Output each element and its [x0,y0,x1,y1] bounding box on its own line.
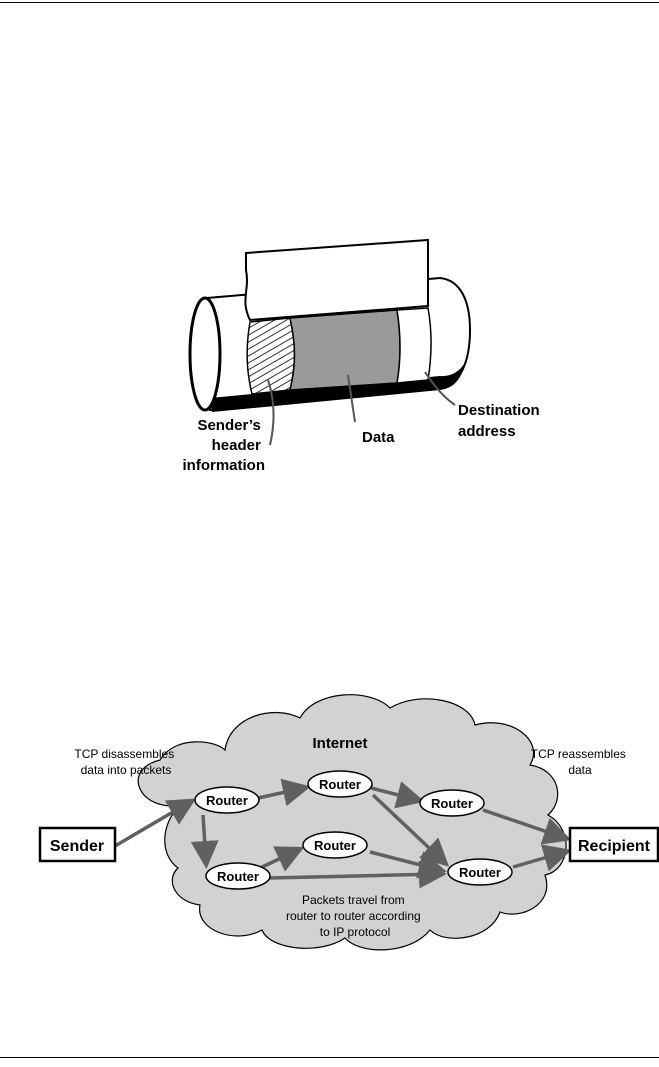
top-rule [0,2,659,3]
right-note-line2: data [568,763,592,777]
router-1: Router [194,786,260,814]
arrow-r1-r5 [190,814,219,869]
header-pointer [267,379,275,446]
router-6-label: Router [459,865,501,880]
arrow-r4-r6 [369,850,447,879]
bottom-note-line2: router to router according [286,909,421,923]
left-note-line1: TCP disassembles [74,747,174,761]
svg-text:Sender’s header in: Sender’s header information [183,417,266,474]
router-4: Router [302,831,368,859]
recipient-box: Recipient [568,826,659,863]
arrow-r2-r3 [370,781,425,809]
router-3-shape [419,789,485,817]
header-label-line1: Sender’s [197,417,260,434]
router-3-label: Router [431,796,473,811]
arrow-r5-r4 [259,846,305,872]
router-5-label: Router [217,869,259,884]
header-label-line2: header [212,437,261,454]
router-3: Router [419,789,485,817]
router-5-shape [205,862,271,890]
router-2-shape [307,770,373,798]
header-label-line3: information [183,457,266,474]
router-6: Router [447,858,513,886]
internet-label: Internet [312,735,367,752]
recipient-label: Recipient [578,838,651,855]
svg-text:Destination address: Destination address [458,402,544,440]
recipient-box-frame [568,826,659,863]
router-1-label: Router [206,793,248,808]
bottom-note-line3: to IP protocol [320,925,391,939]
arrow-r3-recipient [482,808,572,845]
router-4-shape [302,831,368,859]
router-6-shape [447,858,513,886]
bottom-rule [0,1057,659,1058]
destination-label-line2: address [458,423,516,440]
router-2-label: Router [319,777,361,792]
destination-label-line1: Destination [458,402,540,419]
packet-destination-segment [396,307,432,384]
sender-box-frame [38,826,117,863]
arrow-r2-r6 [371,793,450,867]
packet-header-segment [246,317,296,395]
arrow-sender-r1 [114,798,197,848]
sender-label: Sender [50,838,104,855]
router-2: Router [307,770,373,798]
arrow-r6-recipient [512,844,572,872]
bottom-note-line1: Packets travel from [302,893,405,907]
router-1-shape [194,786,260,814]
arrow-r1-r2 [257,778,311,807]
packet-tube-end [188,296,222,412]
destination-pointer [424,371,456,406]
svg-text:TCP disassembles data in: TCP disassembles data into packets [74,747,177,777]
packet-data-segment [289,309,401,391]
network-figure: Internet TCP disassembles data into pack… [38,694,659,951]
data-label: Data [362,429,395,446]
router-5: Router [205,862,271,890]
svg-text:TCP reassembles data: TCP reassembles data [531,747,630,777]
arrow-r5-r6 [269,860,447,889]
data-pointer [347,374,356,423]
router-4-label: Router [314,838,356,853]
packet-figure: Sender’s header information Data Destina… [183,238,544,474]
svg-text:Packets travel from rout: Packets travel from router to router acc… [286,893,424,939]
right-note-line1: TCP reassembles [531,747,626,761]
arrows [114,778,572,889]
packet-paper-flap [244,238,429,322]
left-note-line2: data into packets [81,763,172,777]
sender-box: Sender [38,826,117,863]
